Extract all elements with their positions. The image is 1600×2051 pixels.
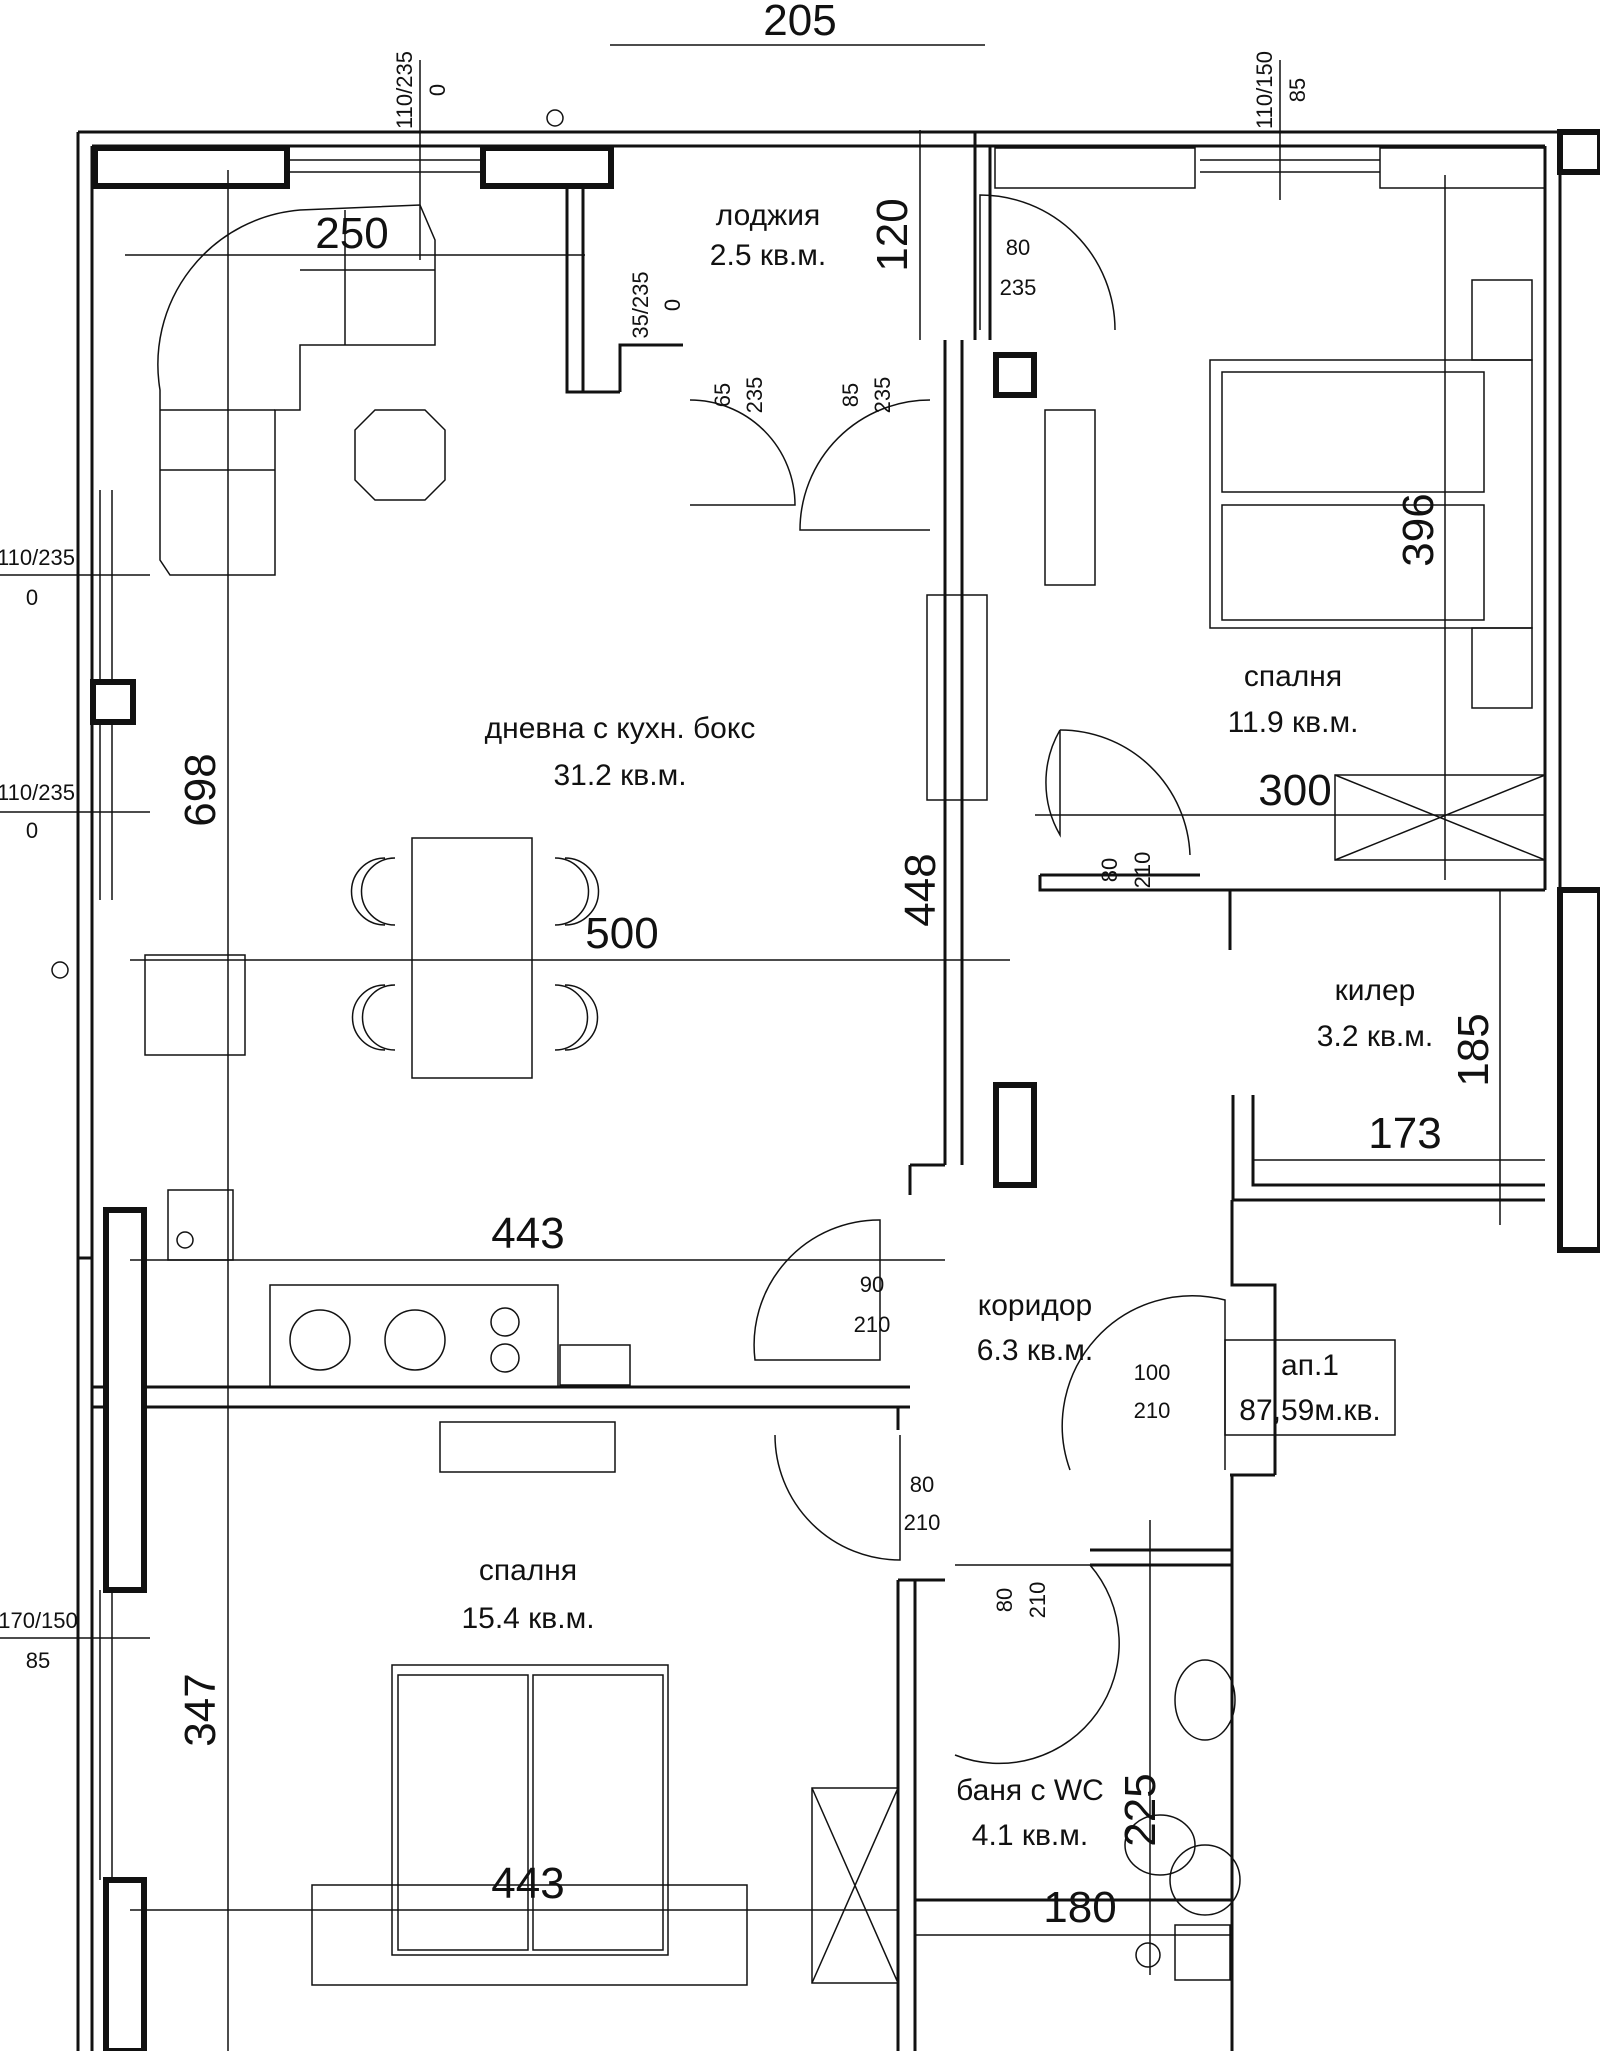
- window-top-living-a: 110/235: [392, 51, 417, 129]
- door-bedroom1-top-b: 235: [1000, 275, 1037, 300]
- dim-225: 225: [1116, 1773, 1165, 1846]
- door-bedroom2-a: 80: [910, 1472, 934, 1497]
- dim-347: 347: [176, 1673, 225, 1746]
- pillars: [90, 129, 1600, 2051]
- loggia-name: лоджия: [716, 199, 820, 232]
- living-name: дневна с кухн. бокс: [485, 712, 756, 745]
- window-left1-b: 0: [26, 585, 38, 610]
- window-top-bedroom-a: 110/150: [1252, 51, 1277, 129]
- door-living-b: 210: [854, 1312, 891, 1337]
- tv-unit-bed1: [1044, 409, 1096, 586]
- door-bathroom-b: 210: [1025, 1582, 1050, 1619]
- door-loggia1-b: 235: [742, 377, 767, 414]
- labels: лоджия 2.5 кв.м. дневна с кухн. бокс 31.…: [0, 0, 1498, 1932]
- loggia-area: 2.5 кв.м.: [710, 239, 826, 272]
- door-entry-b: 210: [1134, 1398, 1171, 1423]
- storage-area: 3.2 кв.м.: [1317, 1020, 1433, 1053]
- door-loggia1-a: 65: [710, 383, 735, 407]
- tv-unit: [926, 594, 988, 801]
- door-bathroom-a: 80: [992, 1588, 1017, 1612]
- window-top-living-b: 0: [425, 84, 450, 96]
- bedroom1-name: спалня: [1244, 660, 1342, 693]
- dim-173: 173: [1368, 1109, 1441, 1158]
- dim-180: 180: [1043, 1883, 1116, 1932]
- washbasin: [1174, 1659, 1236, 1741]
- bathroom-name: баня с WC: [956, 1774, 1104, 1807]
- dim-443-bedroom: 443: [491, 1859, 564, 1908]
- dim-500: 500: [585, 909, 658, 958]
- shower: [1169, 1844, 1241, 1916]
- dimension-lines: [0, 44, 1545, 2051]
- apartment-area: 87,59м.кв.: [1239, 1394, 1380, 1427]
- doors: [689, 194, 1226, 1765]
- dim-443-kitchen: 443: [491, 1209, 564, 1258]
- dim-120: 120: [868, 198, 917, 271]
- window-left1-a: 110/235: [0, 545, 75, 570]
- windows: [99, 147, 1546, 1880]
- dim-698: 698: [176, 753, 225, 826]
- door-bedroom1-b: 210: [1130, 852, 1155, 889]
- dining-table: [411, 837, 533, 1079]
- window-left3-b: 85: [26, 1648, 50, 1673]
- living-area: 31.2 кв.м.: [553, 759, 686, 792]
- furniture: [51, 109, 1546, 1986]
- door-bedroom1-a: 80: [1097, 858, 1122, 882]
- dim-300: 300: [1258, 766, 1331, 815]
- window-left2-a: 110/235: [0, 780, 75, 805]
- window-left2-b: 0: [26, 818, 38, 843]
- wardrobe-1: [1334, 774, 1546, 861]
- apartment-label: ап.1: [1281, 1349, 1339, 1382]
- sink: [167, 1189, 234, 1261]
- tv-unit-bed2: [439, 1421, 616, 1473]
- bathroom-area: 4.1 кв.м.: [972, 1819, 1088, 1852]
- door-bedroom1-top-a: 80: [1006, 235, 1030, 260]
- dim-448: 448: [896, 853, 945, 926]
- bedroom1-area: 11.9 кв.м.: [1228, 706, 1359, 739]
- bedroom2-area: 15.4 кв.м.: [461, 1602, 594, 1635]
- apartment-label-box: [1224, 1339, 1396, 1436]
- double-bed-2: [391, 1664, 669, 1956]
- coffee-table: [354, 409, 446, 501]
- kitchen-counter: [269, 1284, 559, 1388]
- window-loggia-b: 0: [660, 299, 685, 311]
- fridge: [144, 954, 246, 1056]
- dim-185: 185: [1449, 1013, 1498, 1086]
- window-left3-a: 170/150: [0, 1608, 78, 1633]
- hob: [559, 1344, 631, 1386]
- door-entry-a: 100: [1134, 1360, 1171, 1385]
- dim-250: 250: [315, 209, 388, 258]
- door-loggia2-a: 85: [838, 383, 863, 407]
- door-living-a: 90: [860, 1272, 884, 1297]
- window-loggia-a: 35/235: [628, 271, 653, 338]
- bedroom2-name: спалня: [479, 1554, 577, 1587]
- window-top-bedroom-b: 85: [1285, 78, 1310, 102]
- storage-name: килер: [1335, 974, 1416, 1007]
- toilet: [1124, 1814, 1196, 1876]
- walls: [76, 130, 1600, 2051]
- double-bed-1: [1209, 359, 1533, 629]
- door-bedroom2-b: 210: [904, 1510, 941, 1535]
- wardrobe-2: [811, 1787, 899, 1984]
- corridor-area: 6.3 кв.м.: [977, 1334, 1093, 1367]
- door-loggia2-b: 235: [870, 377, 895, 414]
- corner-sofa: [157, 204, 436, 576]
- dim-396: 396: [1394, 493, 1443, 566]
- corridor-name: коридор: [978, 1289, 1092, 1322]
- dim-205: 205: [763, 0, 836, 45]
